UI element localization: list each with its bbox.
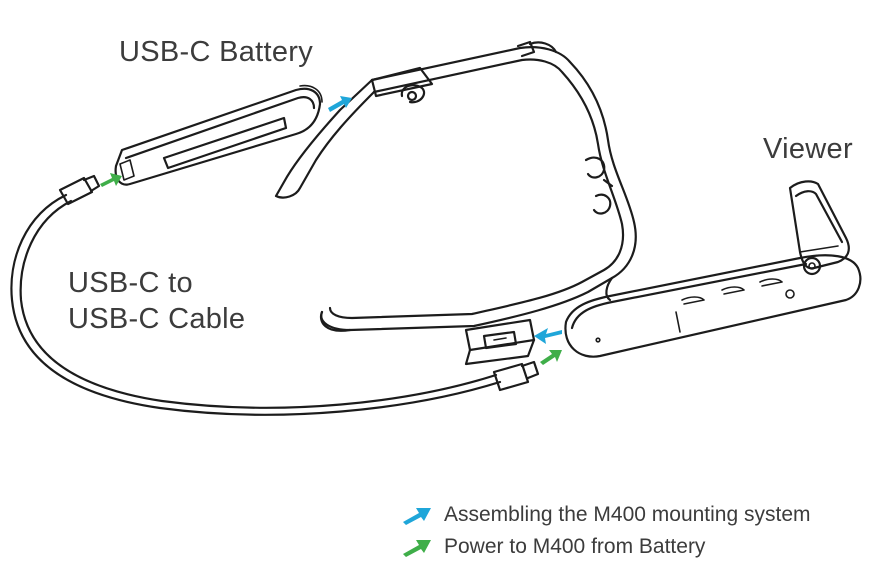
usb-c-cable: [10, 174, 540, 416]
glasses-frame: [274, 40, 637, 332]
viewer-label: Viewer: [763, 133, 853, 165]
cable-label-line1: USB-C to: [68, 267, 193, 299]
blue-arrow-icon: [403, 508, 431, 525]
cable-label-line2: USB-C Cable: [68, 303, 246, 335]
cable-label: USB-C to USB-C Cable: [68, 265, 245, 337]
power-arrow-viewer: [540, 350, 562, 365]
mount-bracket: [464, 318, 536, 366]
legend-text-power: Power to M400 from Battery: [444, 535, 706, 558]
assemble-arrow-viewer: [534, 328, 562, 344]
cable-plug-viewer: [492, 360, 540, 392]
legend-text-assemble: Assembling the M400 mounting system: [444, 503, 811, 526]
assemble-arrow-battery: [328, 96, 352, 112]
green-arrow-icon: [403, 540, 431, 557]
cable-plug-battery: [58, 174, 101, 206]
power-arrow-battery: [100, 173, 122, 187]
battery-label: USB-C Battery: [119, 36, 314, 68]
viewer: [564, 180, 862, 358]
